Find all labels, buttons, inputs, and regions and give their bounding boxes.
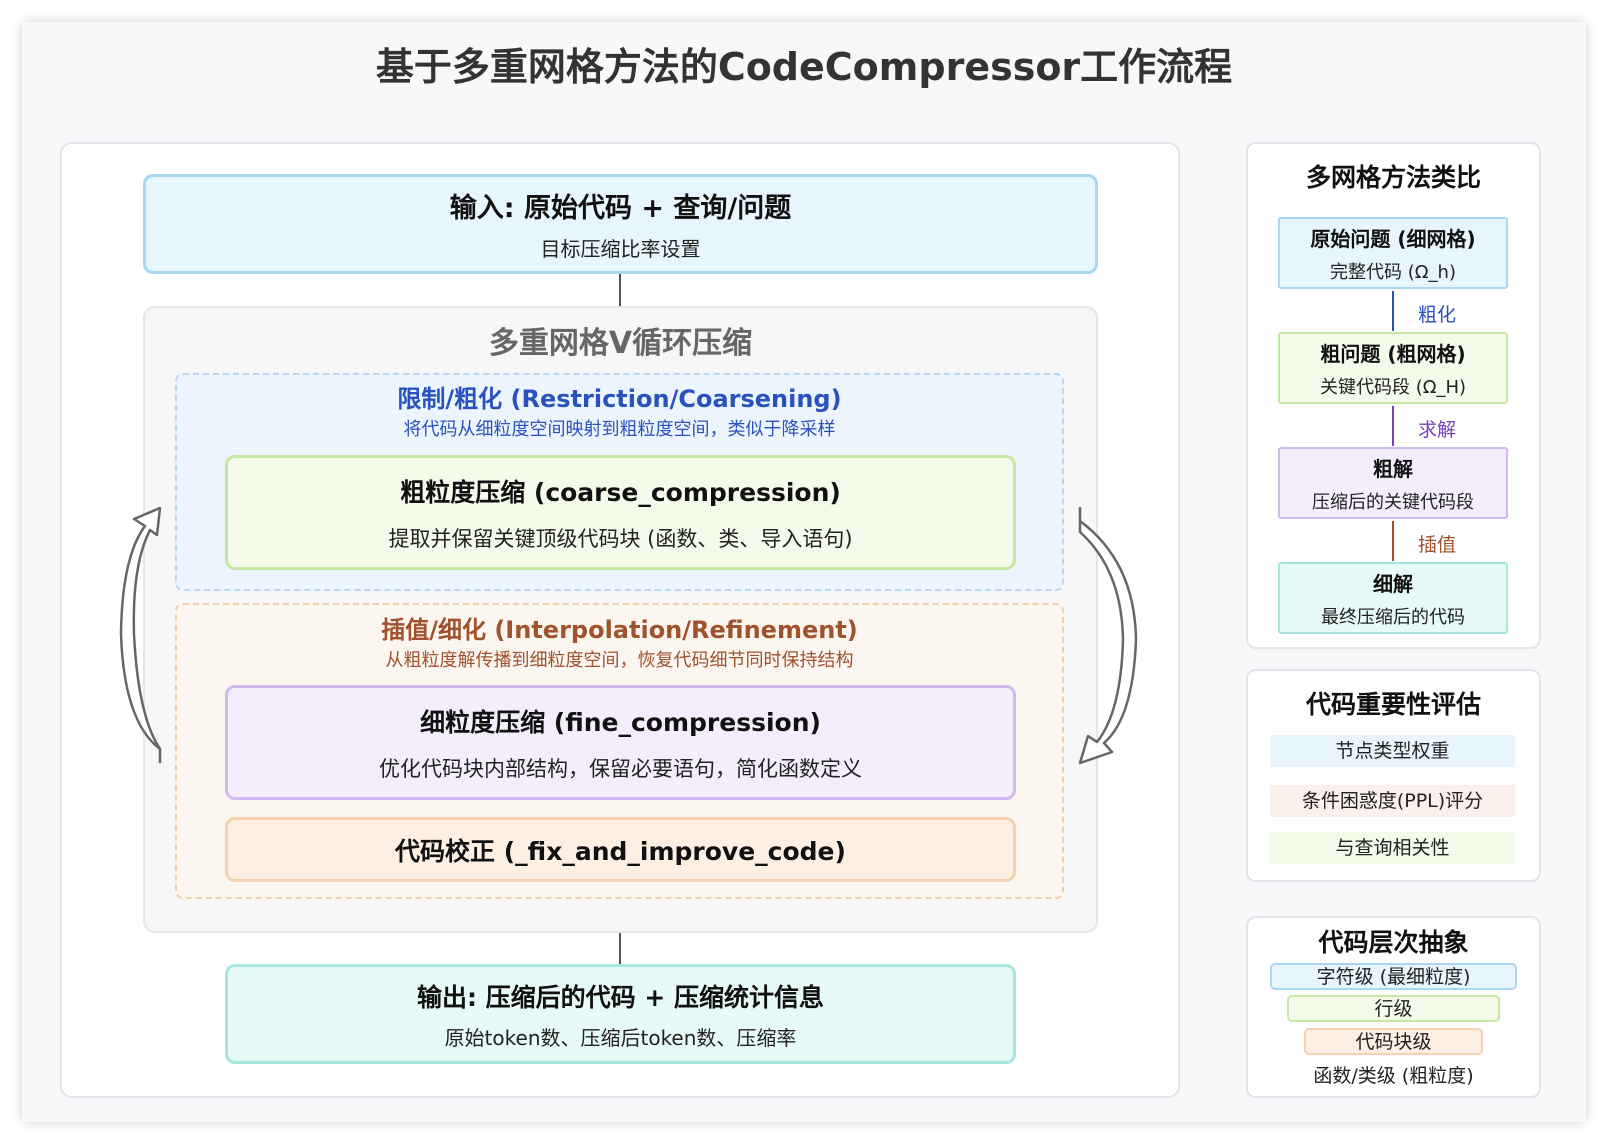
- abstraction-title: 代码层次抽象: [1318, 928, 1469, 957]
- input-node-title: 输入: 原始代码 + 查询/问题: [449, 193, 792, 224]
- analogy-box-title: 原始问题 (细网格): [1310, 226, 1476, 251]
- restriction-desc: 将代码从细粒度空间映射到粗粒度空间，类似于降采样: [403, 419, 836, 440]
- interpolation-desc: 从粗粒度解传播到细粒度空间，恢复代码细节同时保持结构: [385, 650, 854, 671]
- analogy-step-solve: 求解: [1418, 419, 1457, 441]
- analogy-box-desc: 压缩后的关键代码段: [1312, 491, 1474, 513]
- analogy-box-title: 细解: [1373, 571, 1413, 596]
- abstraction-level: 函数/类级 (粗粒度): [1270, 1062, 1517, 1089]
- analogy-step-coarsen: 粗化: [1418, 304, 1457, 326]
- abstraction-level: 行级: [1287, 995, 1500, 1022]
- coarse-compression-desc: 提取并保留关键顶级代码块 (函数、类、导入语句): [388, 526, 853, 551]
- analogy-step-interpolate: 插值: [1418, 534, 1457, 556]
- page-title: 基于多重网格方法的CodeCompressor工作流程: [375, 45, 1233, 89]
- analogy-box-title: 粗解: [1373, 456, 1413, 481]
- analogy-connector: [1392, 406, 1394, 446]
- eval-item: 与查询相关性: [1270, 832, 1515, 864]
- abstraction-level: 字符级 (最细粒度): [1270, 963, 1517, 990]
- input-node: 输入: 原始代码 + 查询/问题 目标压缩比率设置: [143, 174, 1098, 274]
- analogy-title: 多网格方法类比: [1305, 163, 1481, 192]
- connector-input-vcycle: [619, 274, 621, 306]
- analogy-box-desc: 关键代码段 (Ω_H): [1319, 376, 1467, 398]
- evaluation-title: 代码重要性评估: [1305, 690, 1481, 719]
- output-node-title: 输出: 压缩后的代码 + 压缩统计信息: [416, 982, 825, 1012]
- vcycle-title: 多重网格V循环压缩: [488, 326, 753, 361]
- abstraction-level: 代码块级: [1304, 1028, 1483, 1055]
- coarse-compression-node: 粗粒度压缩 (coarse_compression) 提取并保留关键顶级代码块 …: [225, 455, 1016, 570]
- analogy-box-desc: 最终压缩后的代码: [1321, 606, 1465, 628]
- fine-compression-title: 细粒度压缩 (fine_compression): [420, 707, 821, 737]
- analogy-coarse-solution-box: 粗解 压缩后的关键代码段: [1278, 447, 1508, 519]
- code-fix-node: 代码校正 (_fix_and_improve_code): [225, 817, 1016, 882]
- analogy-box-title: 粗问题 (粗网格): [1320, 341, 1466, 366]
- eval-item: 节点类型权重: [1270, 735, 1515, 767]
- fine-compression-node: 细粒度压缩 (fine_compression) 优化代码块内部结构，保留必要语…: [225, 685, 1016, 800]
- analogy-connector: [1392, 291, 1394, 331]
- code-fix-title: 代码校正 (_fix_and_improve_code): [395, 836, 846, 866]
- analogy-fine-grid-box: 原始问题 (细网格) 完整代码 (Ω_h): [1278, 217, 1508, 289]
- interpolation-title: 插值/细化 (Interpolation/Refinement): [381, 616, 858, 644]
- input-node-desc: 目标压缩比率设置: [540, 237, 701, 261]
- fine-compression-desc: 优化代码块内部结构，保留必要语句，简化函数定义: [379, 756, 862, 781]
- analogy-box-desc: 完整代码 (Ω_h): [1330, 261, 1456, 283]
- restriction-title: 限制/粗化 (Restriction/Coarsening): [397, 385, 842, 413]
- eval-item: 条件困惑度(PPL)评分: [1270, 785, 1515, 817]
- analogy-connector: [1392, 521, 1394, 561]
- coarse-compression-title: 粗粒度压缩 (coarse_compression): [400, 477, 841, 507]
- analogy-coarse-grid-box: 粗问题 (粗网格) 关键代码段 (Ω_H): [1278, 332, 1508, 404]
- output-node-desc: 原始token数、压缩后token数、压缩率: [444, 1025, 797, 1050]
- analogy-fine-solution-box: 细解 最终压缩后的代码: [1278, 562, 1508, 634]
- output-node: 输出: 压缩后的代码 + 压缩统计信息 原始token数、压缩后token数、压…: [225, 964, 1016, 1064]
